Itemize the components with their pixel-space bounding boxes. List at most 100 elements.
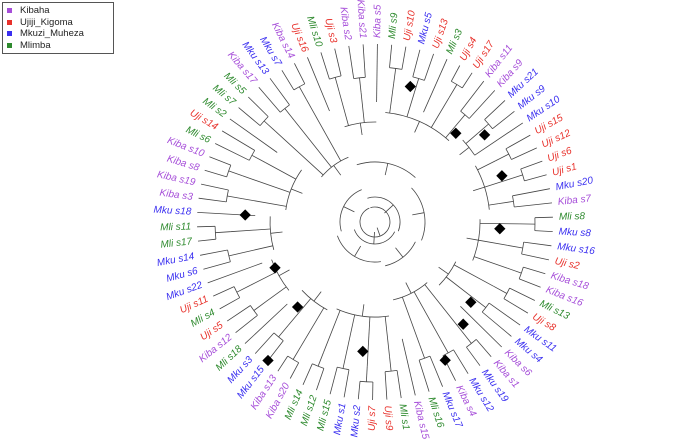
- legend-label: Ujiji_Kigoma: [20, 16, 73, 28]
- tip-branch: [235, 314, 258, 334]
- internal-branch: [360, 92, 365, 123]
- bootstrap-marker: [465, 296, 477, 308]
- subclade-stem: [228, 252, 244, 257]
- tip-branch: [281, 70, 295, 91]
- legend-item-ujiji-kigoma: Ujiji_Kigoma: [7, 17, 109, 29]
- internal-branch: [243, 245, 273, 253]
- subclade-stem: [454, 114, 466, 127]
- tip-branch: [503, 298, 529, 314]
- legend: Kibaha Ujiji_Kigoma Mkuzi_Muheza Mlimba: [2, 2, 114, 54]
- internal-branch: [465, 133, 478, 144]
- subclade-stem: [278, 325, 289, 338]
- legend-item-mlimba: Mlimba: [7, 40, 109, 52]
- subclade-stem: [359, 77, 362, 93]
- internal-branch: [306, 99, 342, 162]
- tip-branch: [466, 346, 481, 366]
- subclade-stem: [493, 285, 508, 294]
- clade-stem: [405, 282, 412, 294]
- bootstrap-marker: [496, 170, 508, 182]
- subclade-stem: [253, 301, 267, 311]
- tip-branch: [396, 370, 402, 399]
- subclade-stem: [292, 346, 302, 360]
- clade-stem: [354, 245, 362, 257]
- subclade-stem: [227, 195, 243, 199]
- tip-branch: [357, 381, 361, 400]
- clade-arc: [359, 206, 391, 238]
- subclade-stem: [507, 267, 522, 274]
- internal-branch: [478, 239, 508, 246]
- internal-branch: [473, 256, 508, 269]
- subclade-arc: [385, 370, 398, 373]
- subclade-stem: [461, 331, 472, 344]
- tip-label: Mli s1: [397, 403, 412, 430]
- subclade-arc: [312, 363, 325, 369]
- tip-branch: [348, 45, 355, 79]
- internal-branch: [384, 316, 390, 357]
- tip-branch: [362, 44, 366, 78]
- clade-stem: [270, 231, 283, 234]
- tip-label: Uji s1: [551, 161, 578, 178]
- internal-branch: [453, 264, 494, 287]
- internal-branch: [287, 298, 312, 326]
- tip-label: Mku s8: [558, 227, 591, 240]
- internal-branch: [445, 125, 456, 138]
- tip-label: Mku s18: [153, 205, 192, 218]
- legend-label: Mlimba: [20, 39, 51, 51]
- legend-swatch: [7, 8, 12, 14]
- tip-branch: [277, 355, 289, 372]
- internal-branch: [250, 271, 278, 286]
- subclade-stem: [263, 120, 276, 132]
- tip-branch: [519, 278, 541, 288]
- clade-arc: [393, 282, 428, 301]
- tip-branch: [450, 65, 461, 82]
- subclade-stem: [251, 154, 266, 163]
- tip-branch: [197, 225, 216, 228]
- bootstrap-marker: [450, 127, 462, 139]
- bootstrap-marker: [239, 209, 251, 221]
- internal-branch: [445, 276, 475, 299]
- tip-branch: [514, 202, 553, 208]
- tip-branch: [424, 53, 434, 81]
- tip-label: Uji s7: [367, 405, 378, 431]
- internal-branch: [230, 228, 271, 233]
- clade-stem: [359, 123, 363, 136]
- clade-stem: [373, 231, 375, 245]
- tree-branches: [197, 43, 553, 401]
- tip-branch: [376, 43, 378, 103]
- tip-branch: [488, 302, 521, 326]
- clade-arc: [438, 261, 457, 286]
- internal-branch: [484, 179, 509, 188]
- tip-branch: [468, 90, 496, 119]
- tip-branch: [334, 48, 342, 76]
- clade-stem: [333, 165, 342, 176]
- tip-label: Kiba s19: [156, 169, 197, 188]
- internal-branch: [264, 162, 297, 180]
- tip-branch: [215, 143, 250, 161]
- clade-stem: [361, 304, 365, 317]
- internal-branch: [300, 307, 325, 347]
- clade-stem: [459, 147, 470, 156]
- subclade-stem: [389, 356, 392, 372]
- internal-branch: [488, 203, 499, 206]
- subclade-arc: [250, 305, 258, 316]
- subclade-arc: [259, 116, 269, 126]
- internal-branch: [274, 130, 324, 176]
- tip-branch: [481, 311, 512, 337]
- clade-stem: [438, 266, 449, 275]
- clade-stem: [472, 186, 485, 192]
- tip-label: Mli s15: [315, 398, 334, 432]
- internal-branch: [345, 314, 356, 354]
- subclade-arc: [214, 226, 217, 240]
- tip-label: Kiba s21: [354, 0, 368, 39]
- legend-swatch: [7, 31, 12, 37]
- tip-branch: [254, 332, 275, 354]
- subclade-stem: [508, 174, 523, 180]
- tip-branch: [248, 96, 269, 117]
- tip-branch: [429, 355, 443, 387]
- tip-branch: [219, 297, 240, 310]
- tip-label: Mli s8: [559, 211, 586, 223]
- tip-branch: [523, 241, 552, 247]
- subclade-arc: [233, 286, 241, 298]
- tip-label: Uji s3: [322, 17, 338, 44]
- internal-branch: [242, 175, 291, 193]
